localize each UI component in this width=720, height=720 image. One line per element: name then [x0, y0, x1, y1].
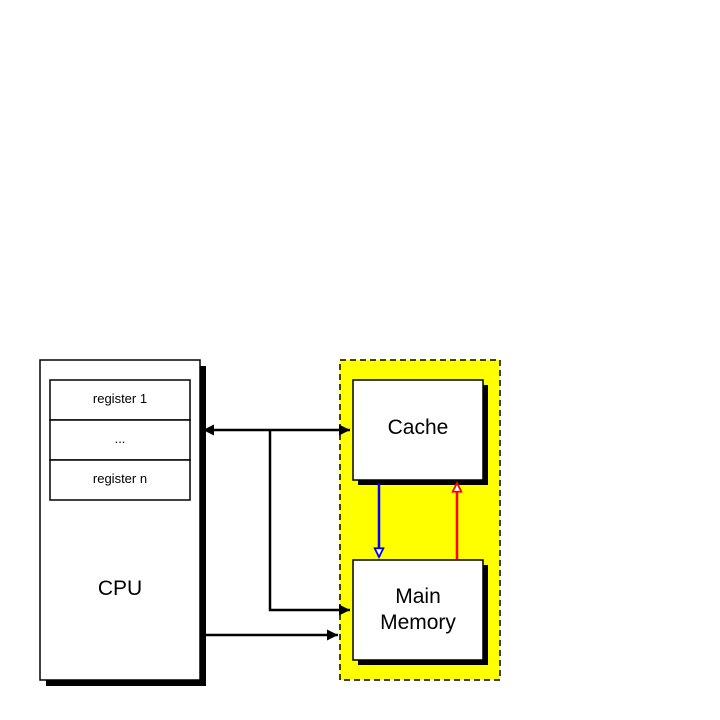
main-memory-box — [352, 559, 484, 661]
cpu-block: register 1 ... register n CPU — [39, 359, 206, 686]
bus-branch-to-main-memory-arrow — [268, 430, 350, 616]
register-stack: register 1 ... register n — [49, 379, 191, 501]
bus-connections — [203, 424, 350, 641]
register-cell — [49, 419, 191, 461]
register-cell — [49, 379, 191, 421]
register-label: register 1 — [93, 391, 147, 406]
main-memory-label-line1: Main — [395, 585, 441, 608]
memory-system-region: Cache Main Memory — [339, 359, 501, 681]
cache-label: Cache — [388, 416, 449, 439]
register-cell — [49, 459, 191, 501]
main-memory-label-line2: Memory — [380, 611, 456, 634]
register-label: register n — [93, 471, 147, 486]
register-label: ... — [115, 431, 126, 446]
cpu-label: CPU — [98, 577, 142, 600]
cache-box — [352, 379, 484, 481]
